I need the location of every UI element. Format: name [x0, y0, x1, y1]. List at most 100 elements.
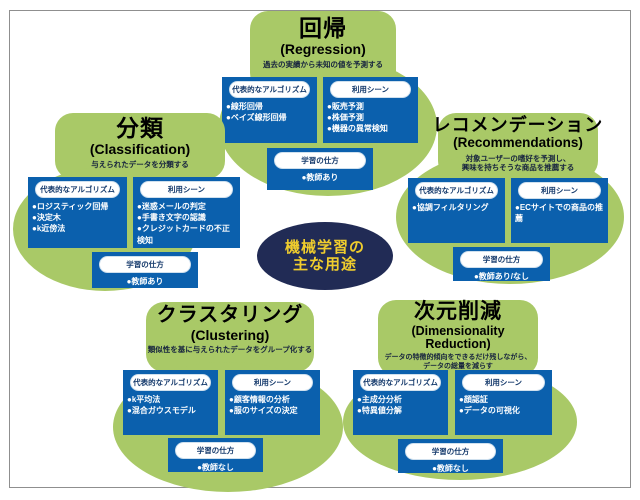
algorithm-item: ●線形回帰 [226, 102, 263, 111]
learning-header-pill: 学習の仕方 [273, 152, 367, 169]
learning-header-pill: 学習の仕方 [404, 443, 497, 460]
description-line: データの特徴的傾向をできるだけ残しながら、 [384, 353, 532, 361]
clustering-subtitle: (Clustering) [120, 326, 340, 343]
subtitle-line: (Regression) [280, 40, 366, 57]
usage-item: ●機器の異常検知 [327, 124, 388, 134]
clustering-algorithms-box: 代表的なアルゴリズム ●k平均法●混合ガウスモデル [123, 370, 218, 435]
subtitle-line: (Clustering) [190, 326, 270, 343]
clustering-usage-box: 利用シーン ●顧客情報の分析 ●服のサイズの決定 [225, 370, 320, 435]
algorithm-item: ●ロジスティック回帰 [32, 202, 109, 211]
clustering-title: クラスタリング [156, 304, 304, 326]
regression-title: 回帰 [299, 15, 347, 41]
usage-item: ●株価予測 [327, 113, 364, 123]
classification-usage-items: ●迷惑メールの判定 ●手書き文字の認識●クレジットカードの不正検知 [137, 201, 236, 246]
usage-item: ●手書き文字の認識 [137, 213, 206, 223]
classification-description: 与えられたデータを分類する [30, 160, 250, 170]
dimreduction-description: データの特徴的傾向をできるだけ残しながら、データの総量を減らす [348, 353, 568, 371]
recommendation-algorithm-items: ●協調フィルタリング [412, 202, 501, 213]
usage-item: ●データの可視化 [459, 406, 520, 416]
dimreduction-learning-value: ●教師なし [432, 464, 469, 473]
recommendation-usage-items: ●ECサイトでの商品の推薦 [515, 202, 604, 224]
regression-subtitle: (Regression) [213, 42, 433, 57]
algorithm-item: ●協調フィルタリング [412, 203, 489, 212]
algorithm-item: ●k平均法 [127, 395, 161, 404]
usage-header-pill: 利用シーン [329, 81, 412, 98]
description-line: 類似性を基に与えられたデータをグループ化する [147, 345, 313, 355]
regression-usage-box: 利用シーン ●販売予測 ●株価予測●機器の異常検知 [323, 77, 418, 143]
learning-header-pill: 学習の仕方 [459, 251, 544, 268]
clustering-algorithm-items: ●k平均法●混合ガウスモデル [127, 394, 214, 416]
regression-learning-box: 学習の仕方 ●教師あり [267, 148, 373, 190]
subtitle-line: (Recommendations) [453, 135, 583, 151]
subtitle-line: (Classification) [89, 140, 191, 157]
algorithm-item: ●ベイズ線形回帰 [226, 113, 287, 123]
usage-header-pill: 利用シーン [139, 181, 234, 198]
regression-learning-value: ●教師あり [301, 173, 339, 182]
classification-title: 分類 [116, 115, 164, 141]
usage-item: ●迷惑メールの判定 [137, 202, 206, 211]
dimreduction-algorithm-items: ●主成分分析 ●特異値分解 [357, 394, 444, 416]
recommendation-learning-box: 学習の仕方 ●教師あり/なし [453, 247, 550, 281]
dimreduction-algorithms-box: 代表的なアルゴリズム ●主成分分析 ●特異値分解 [353, 370, 448, 435]
classification-algorithm-items: ●ロジスティック回帰 ●決定木●k近傍法 [32, 201, 123, 235]
learning-header-pill: 学習の仕方 [98, 256, 192, 273]
recommendation-algorithms-box: 代表的なアルゴリズム ●協調フィルタリング [408, 178, 505, 243]
classification-subtitle: (Classification) [30, 142, 250, 157]
recommendation-header: レコメンデーション (Recommendations) 対象ユーザーの嗜好を予測… [408, 115, 628, 174]
usage-header-pill: 利用シーン [517, 182, 602, 199]
clustering-tab-shape [146, 302, 314, 372]
description-line: データの総量を減らす [423, 363, 493, 371]
dimreduction-title: 次元削減 [414, 300, 502, 323]
recommendation-title: レコメンデーション [432, 115, 604, 135]
classification-header: 分類 (Classification) 与えられたデータを分類する [30, 116, 250, 169]
clustering-learning-box: 学習の仕方 ●教師なし [168, 438, 263, 472]
regression-description: 過去の実績から未知の値を予測する [213, 60, 433, 70]
regression-usage-items: ●販売予測 ●株価予測●機器の異常検知 [327, 101, 414, 135]
clustering-usage-items: ●顧客情報の分析 ●服のサイズの決定 [229, 394, 316, 416]
algorithms-header-pill: 代表的なアルゴリズム [228, 81, 311, 98]
usage-item: ●ECサイトでの商品の推薦 [515, 203, 603, 224]
page-border [9, 10, 631, 488]
center-title-line1: 機械学習の [284, 238, 365, 256]
algorithm-item: ●主成分分析 [357, 395, 402, 404]
clustering-description: 類似性を基に与えられたデータをグループ化する [120, 345, 340, 355]
classification-learning-box: 学習の仕方 ●教師あり [92, 252, 198, 288]
algorithms-header-pill: 代表的なアルゴリズム [359, 374, 442, 391]
algorithms-header-pill: 代表的なアルゴリズム [129, 374, 212, 391]
subtitle-line: (Dimensionality [411, 323, 505, 338]
description-line: 対象ユーザーの嗜好を予測し、 [465, 153, 571, 163]
regression-algorithms-box: 代表的なアルゴリズム ●線形回帰 ●ベイズ線形回帰 [222, 77, 317, 143]
classification-usage-box: 利用シーン ●迷惑メールの判定 ●手書き文字の認識●クレジットカードの不正検知 [133, 177, 240, 248]
algorithm-item: ●k近傍法 [32, 224, 66, 234]
usage-item: ●クレジットカードの不正検知 [137, 224, 230, 245]
dimreduction-usage-items: ●顔認証●データの可視化 [459, 394, 548, 416]
dimreduction-tab-shape [378, 300, 538, 376]
classification-learning-value: ●教師あり [126, 277, 164, 286]
usage-item: ●顧客情報の分析 [229, 395, 290, 404]
description-line: 与えられたデータを分類する [91, 159, 189, 169]
algorithms-header-pill: 代表的なアルゴリズム [34, 181, 121, 198]
recommendation-description: 対象ユーザーの嗜好を予測し、興味を持ちそうな商品を推薦する [408, 154, 628, 174]
usage-header-pill: 利用シーン [461, 374, 546, 391]
dimreduction-usage-box: 利用シーン ●顔認証●データの可視化 [455, 370, 552, 435]
regression-algorithm-items: ●線形回帰 ●ベイズ線形回帰 [226, 101, 313, 123]
recommendation-learning-value: ●教師あり/なし [473, 272, 530, 281]
algorithms-header-pill: 代表的なアルゴリズム [414, 182, 499, 199]
description-line: 過去の実績から未知の値を予測する [263, 59, 383, 69]
learning-header-pill: 学習の仕方 [174, 442, 257, 459]
usage-item: ●販売予測 [327, 102, 364, 111]
recommendation-usage-box: 利用シーン ●ECサイトでの商品の推薦 [511, 178, 608, 243]
recommendation-subtitle: (Recommendations) [408, 136, 628, 150]
clustering-learning-value: ●教師なし [197, 463, 234, 472]
usage-header-pill: 利用シーン [231, 374, 314, 391]
description-line: 興味を持ちそうな商品を推薦する [461, 163, 575, 173]
usage-item: ●服のサイズの決定 [229, 406, 298, 416]
dimreduction-learning-box: 学習の仕方 ●教師なし [398, 439, 503, 473]
algorithm-item: ●決定木 [32, 213, 61, 223]
algorithm-item: ●特異値分解 [357, 406, 402, 416]
subtitle-line: Reduction) [425, 336, 491, 351]
center-title-line2: 主な用途 [292, 256, 357, 273]
regression-header: 回帰 (Regression) 過去の実績から未知の値を予測する [213, 16, 433, 69]
